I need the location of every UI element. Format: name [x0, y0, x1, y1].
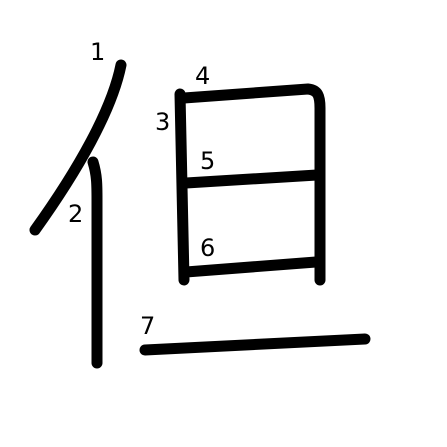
stroke-5: [180, 169, 323, 189]
stroke-number-5: 5: [200, 147, 215, 175]
stroke-7: [139, 333, 371, 356]
stroke-number-2: 2: [68, 200, 83, 228]
stroke-6: [180, 256, 322, 278]
stroke-number-6: 6: [200, 234, 215, 262]
stroke-4: [178, 83, 326, 286]
stroke-number-7: 7: [140, 312, 155, 340]
stroke-number-3: 3: [155, 108, 170, 136]
stroke-1: [29, 59, 127, 236]
stroke-2: [87, 156, 103, 369]
stroke-number-1: 1: [90, 38, 105, 66]
stroke-number-4: 4: [195, 62, 210, 90]
stroke-3: [174, 88, 190, 286]
